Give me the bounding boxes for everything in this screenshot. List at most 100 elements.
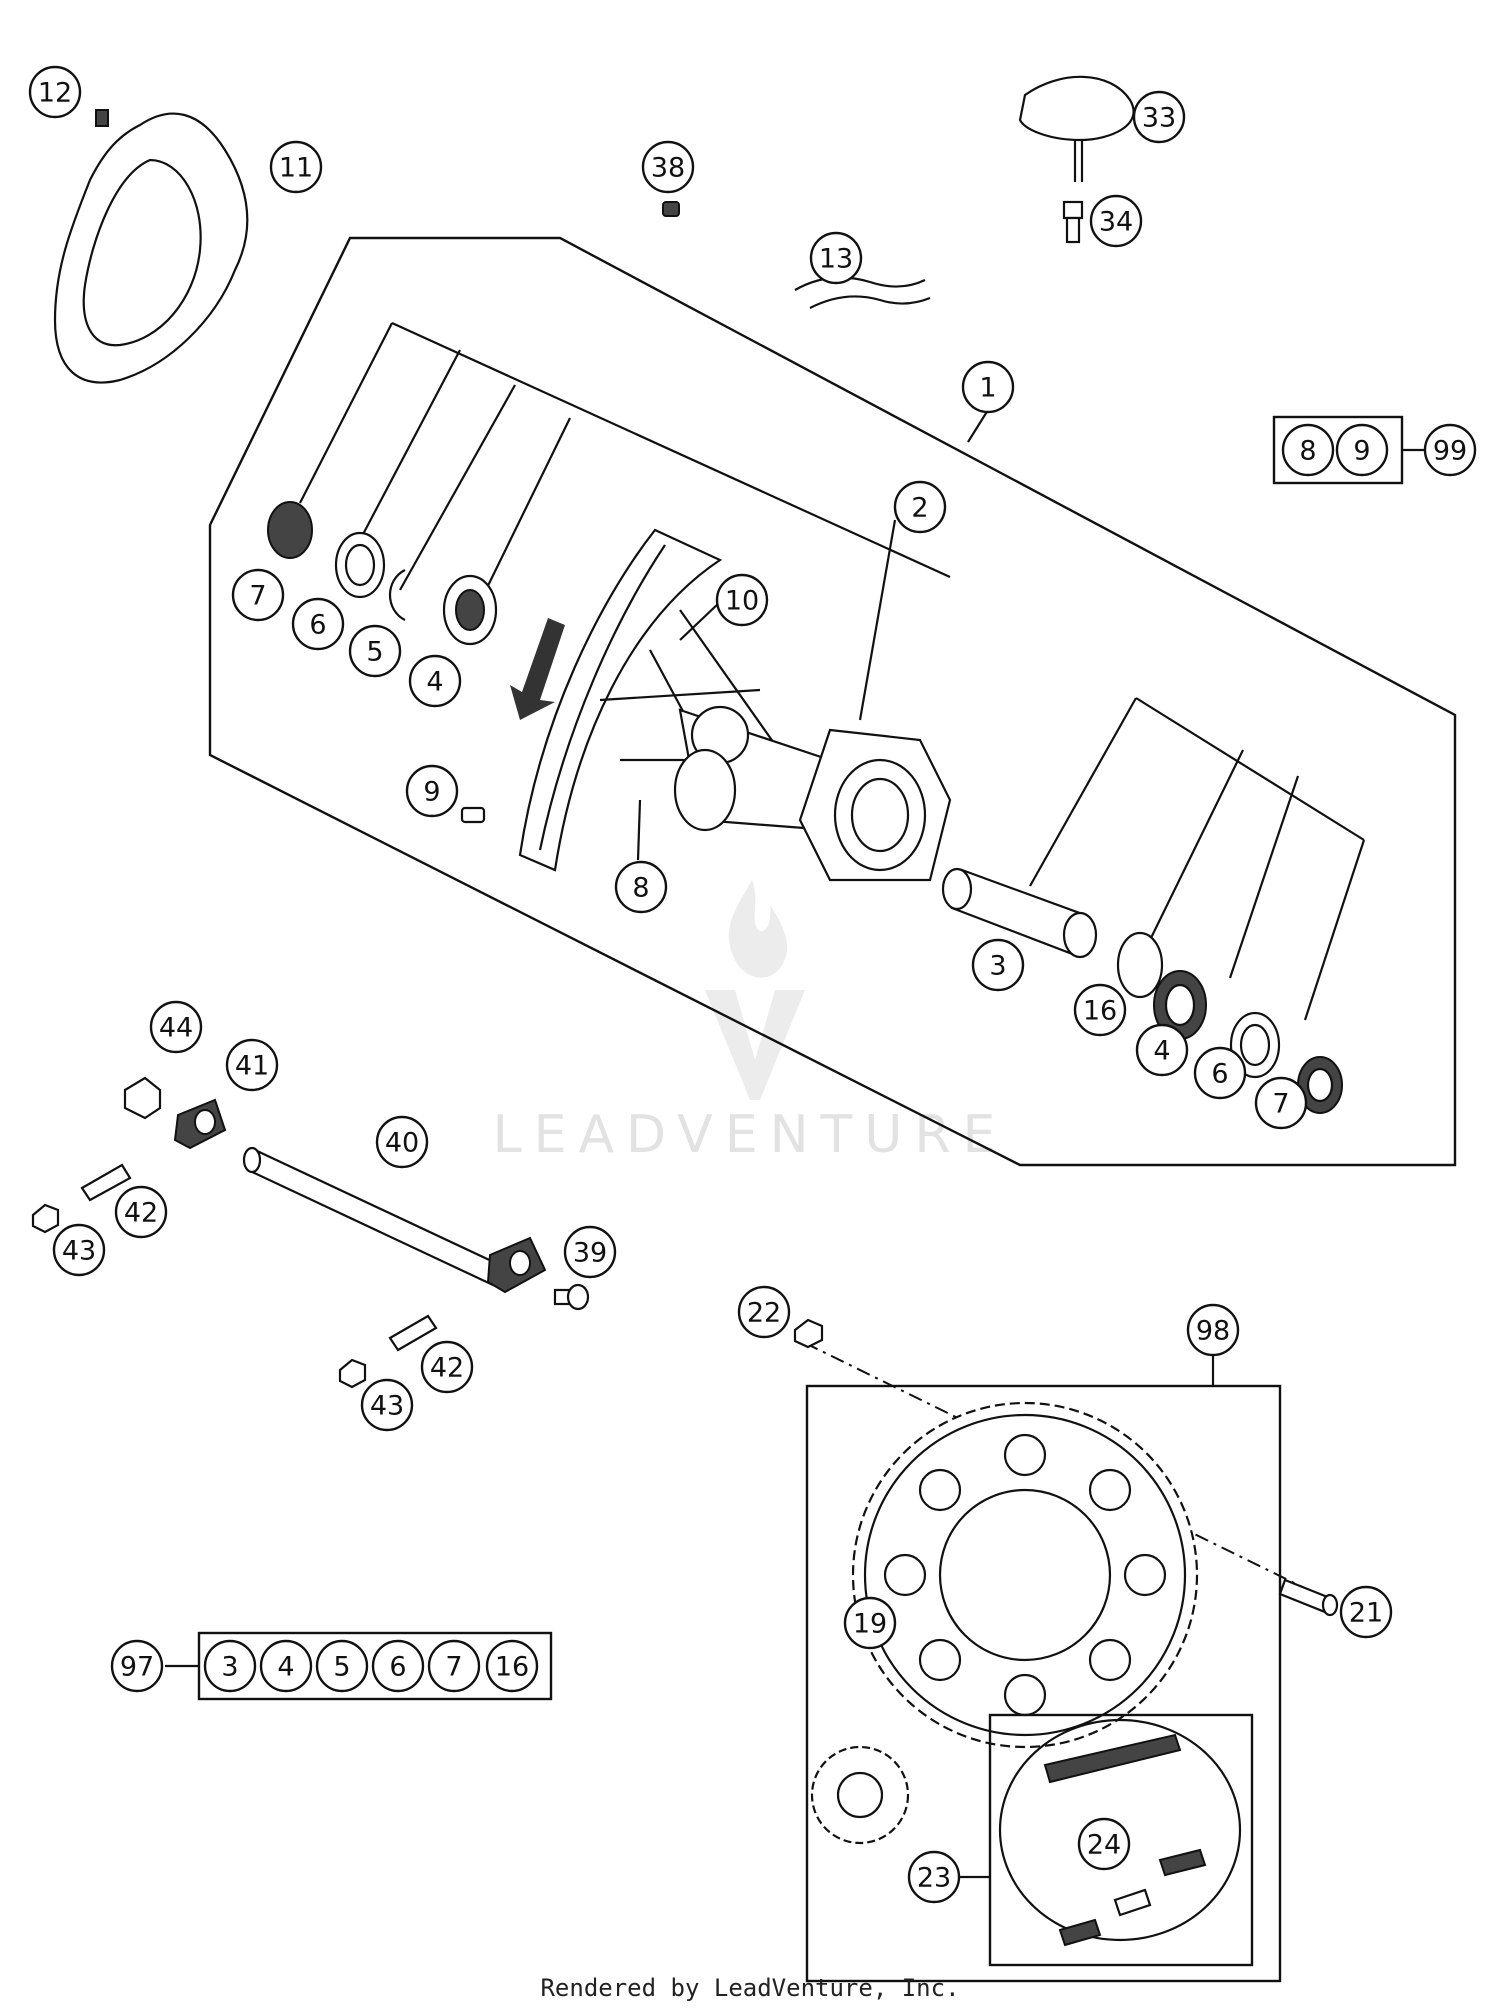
callout-5: 5: [348, 624, 402, 678]
callout-41-circle: [225, 1038, 279, 1092]
chain-guide-bolt: [553, 1283, 590, 1311]
callout-40-circle: [375, 1115, 429, 1169]
kit-99-item-8-label: 8: [1299, 436, 1316, 467]
callout-97: 97: [110, 1639, 164, 1693]
rim-leader: [679, 601, 721, 641]
callout-5-circle: [348, 624, 402, 678]
seat: [1018, 75, 1135, 182]
callout-2-circle: [893, 480, 947, 534]
callout-43b: 43: [360, 1378, 414, 1432]
callout-9-circle: [405, 764, 459, 818]
callout-33: 33: [1132, 90, 1186, 144]
callout-3-circle: [971, 938, 1025, 992]
spacer: [941, 867, 1098, 959]
sprocket-bolt: [1278, 1578, 1339, 1617]
chain-adjuster-left: [173, 1098, 227, 1150]
right-bearing-bracket: [1135, 697, 1365, 841]
kit-99-item-8: 8: [1281, 423, 1335, 477]
callout-43a: 43: [52, 1223, 106, 1277]
sprocket-kit-frame: [805, 1384, 1282, 1983]
callout-10-circle: [715, 573, 769, 627]
callout-44-circle: [149, 1000, 203, 1054]
callout-23-circle: [907, 1850, 961, 1904]
chain-kit-frame: [988, 1713, 1254, 1967]
chain-links: [1043, 1733, 1207, 1947]
kit-97-item-6-label: 6: [389, 1652, 406, 1683]
kit-97-item-4-circle: [259, 1639, 313, 1693]
callout-23-label: 23: [917, 1863, 951, 1894]
kit-99-item-9-circle: [1335, 423, 1389, 477]
callout-43a-label: 43: [62, 1236, 96, 1267]
rim: [518, 528, 723, 872]
callout-11: 11: [269, 140, 323, 194]
callout-3-label: 3: [989, 951, 1006, 982]
callout-3: 3: [971, 938, 1025, 992]
callout-2: 2: [893, 480, 947, 534]
callout-38-circle: [641, 140, 695, 194]
hub: [599, 609, 952, 882]
callout-4b-label: 4: [1153, 1036, 1170, 1067]
callout-10: 10: [715, 573, 769, 627]
hub-leader: [858, 519, 897, 721]
callout-7a-circle: [231, 568, 285, 622]
callout-9-label: 9: [423, 777, 440, 808]
callout-6b: 6: [1193, 1046, 1247, 1100]
callout-12: 12: [28, 65, 82, 119]
chain-loop: [998, 1718, 1242, 1942]
callout-40: 40: [375, 1115, 429, 1169]
callout-1: 1: [961, 360, 1015, 414]
axle-nut: [123, 1076, 162, 1120]
kit-97-item-3-circle: [203, 1639, 257, 1693]
front-sprocket: [810, 1745, 910, 1845]
callout-4a-label: 4: [426, 667, 443, 698]
callout-42a-label: 42: [124, 1198, 158, 1229]
kit-97-item-5-label: 5: [333, 1652, 350, 1683]
callout-98-circle: [1186, 1303, 1240, 1357]
left-bearing-bracket: [391, 321, 951, 579]
kit-97-item-6: 6: [371, 1639, 425, 1693]
callout-40-label: 40: [385, 1128, 419, 1159]
callout-6a-circle: [291, 597, 345, 651]
callout-16-circle: [1073, 983, 1127, 1037]
right-bearing-parts: [1116, 931, 1343, 1114]
callout-22-label: 22: [747, 1298, 781, 1329]
callout-7a-label: 7: [249, 581, 266, 612]
callout-8-circle: [614, 860, 668, 914]
callout-21-label: 21: [1349, 1598, 1383, 1629]
callout-6a-label: 6: [309, 610, 326, 641]
callout-42b-circle: [420, 1340, 474, 1394]
callout-33-label: 33: [1142, 103, 1176, 134]
callout-38-label: 38: [651, 153, 685, 184]
callout-7a: 7: [231, 568, 285, 622]
callout-24: 24: [1077, 1817, 1131, 1871]
callout-34-label: 34: [1099, 207, 1133, 238]
callout-6b-label: 6: [1211, 1059, 1228, 1090]
callout-16-label: 16: [1083, 996, 1117, 1027]
callout-1-label: 1: [979, 373, 996, 404]
callout-39-circle: [563, 1225, 617, 1279]
callout-4b: 4: [1135, 1023, 1189, 1077]
kit-97-item-3-label: 3: [221, 1652, 238, 1683]
callout-7b-label: 7: [1272, 1089, 1289, 1120]
callout-1-circle: [961, 360, 1015, 414]
adjuster-nut-left: [31, 1203, 60, 1234]
callout-38: 38: [641, 140, 695, 194]
callout-12-circle: [28, 65, 82, 119]
kit-97-item-16-label: 16: [495, 1652, 529, 1683]
kit-97-item-16-circle: [485, 1639, 539, 1693]
callout-24-circle: [1077, 1817, 1131, 1871]
callout-7b: 7: [1254, 1076, 1308, 1130]
callout-19-circle: [843, 1596, 897, 1650]
callout-10-label: 10: [725, 586, 759, 617]
callout-4a: 4: [408, 654, 462, 708]
kit-97-item-4-label: 4: [277, 1652, 294, 1683]
callout-33-circle: [1132, 90, 1186, 144]
kit-97-item-7-label: 7: [445, 1652, 462, 1683]
callout-34: 34: [1089, 194, 1143, 248]
callout-4b-circle: [1135, 1023, 1189, 1077]
kit-97-item-5-circle: [315, 1639, 369, 1693]
watermark-text: LEADVENTURE: [493, 1105, 1008, 1165]
callout-13-label: 13: [819, 244, 853, 275]
